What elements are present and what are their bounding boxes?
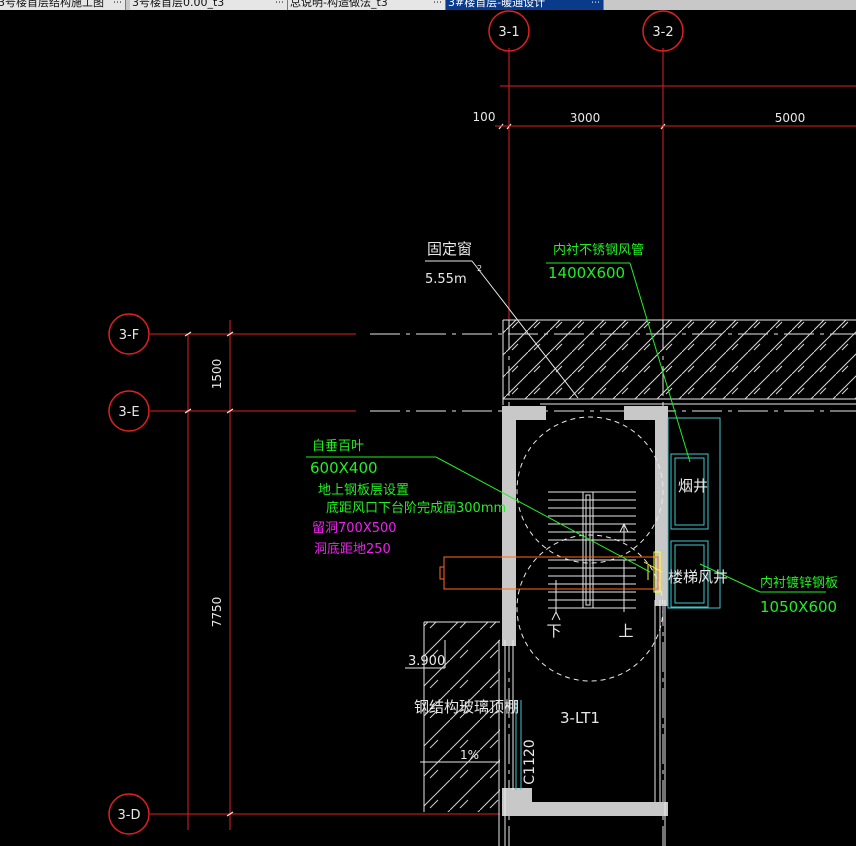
cad-drawing-canvas[interactable]: 3-1 3-2 3-F 3-E 3-D 100 3000 5000 1500 7… — [0, 10, 856, 846]
dim-5000: 5000 — [775, 111, 806, 125]
roof-slab-hatch — [502, 319, 856, 405]
dim-7750: 7750 — [210, 597, 224, 628]
tab-label: 3号楼首层0.00_t3 — [132, 0, 225, 9]
axis-bubble-3-E[interactable]: 3-E — [108, 390, 150, 432]
chimney-label: 烟井 — [678, 477, 708, 495]
axis-bubble-3-D[interactable]: 3-D — [108, 793, 150, 835]
tab-label: 3#楼首层-暖通设计 — [448, 0, 546, 9]
hole-size: 留洞700X500 — [312, 521, 397, 536]
duct-size: 1400X600 — [548, 264, 625, 282]
stair-up-label: 上 — [618, 622, 633, 640]
fixed-window-superscript: 2 — [477, 264, 482, 273]
canopy-hatch — [423, 621, 500, 812]
dimension-ticks — [184, 123, 856, 817]
axis-grid — [150, 48, 856, 830]
tab-menu-icon[interactable]: ⋯ — [113, 0, 122, 8]
tab-label: 3号楼首层结构施工图 — [0, 0, 104, 9]
plate-size: 1050X600 — [760, 598, 837, 616]
axis-label: 3-E — [118, 405, 139, 420]
axis-label: 3-1 — [498, 25, 519, 40]
tab-hvac-design[interactable]: 3#楼首层-暖通设计 ⋯ — [446, 0, 604, 10]
louver-note-2: 底距风口下台阶完成面300mm — [326, 500, 506, 516]
louver-title: 自垂百叶 — [312, 439, 364, 454]
fixed-window-label: 固定窗 — [427, 240, 472, 258]
tab-menu-icon[interactable]: ⋯ — [591, 0, 600, 8]
axis-label: 3-D — [118, 808, 141, 823]
louver-note-1: 地上钢板层设置 — [318, 483, 409, 498]
window-c1120 — [515, 700, 522, 790]
canopy-label: 钢结构玻璃顶棚 — [414, 698, 519, 716]
stair-shaft-label: 楼梯风井 — [668, 568, 728, 586]
stair-flights — [516, 416, 664, 682]
duct-title: 内衬不锈钢风管 — [553, 242, 644, 258]
plate-title: 内衬镀锌钢板 — [760, 575, 838, 591]
louver-opening — [439, 551, 663, 593]
stair-core-walls — [502, 406, 668, 816]
dim-1500: 1500 — [210, 359, 224, 390]
drawing-tab-bar: 3号楼首层结构施工图 ⋯ 3号楼首层0.00_t3 ⋯ 总说明-构造做法_t3 … — [0, 0, 856, 10]
axis-bubble-3-2[interactable]: 3-2 — [642, 10, 684, 52]
tab-label: 总说明-构造做法_t3 — [290, 0, 388, 9]
tab-menu-icon[interactable]: ⋯ — [433, 0, 442, 8]
louver-size: 600X400 — [310, 459, 378, 477]
axis-label: 3-F — [119, 328, 139, 343]
fixed-window-height: 5.55m — [425, 272, 467, 287]
slope-label: 1% — [460, 748, 479, 762]
stair-code: 3-LT1 — [560, 709, 600, 727]
tab-structure-plan[interactable]: 3号楼首层结构施工图 ⋯ — [0, 0, 126, 10]
window-code: C1120 — [522, 739, 538, 784]
hole-height: 洞底距地250 — [314, 541, 391, 557]
axis-bubble-3-1[interactable]: 3-1 — [488, 10, 530, 52]
stair-core-outline — [498, 600, 666, 846]
tab-general-notes[interactable]: 总说明-构造做法_t3 ⋯ — [288, 0, 446, 10]
leader-lines — [306, 260, 826, 763]
stair-down-label: 下 — [546, 622, 561, 640]
dim-3000: 3000 — [570, 111, 601, 125]
dim-100: 100 — [473, 110, 496, 124]
elevation-label: 3.900 — [408, 654, 445, 669]
shaft-outlines — [667, 417, 721, 609]
tab-floor-plan[interactable]: 3号楼首层0.00_t3 ⋯ — [130, 0, 288, 10]
tab-menu-icon[interactable]: ⋯ — [275, 0, 284, 8]
axis-bubble-3-F[interactable]: 3-F — [108, 313, 150, 355]
axis-label: 3-2 — [652, 25, 673, 40]
